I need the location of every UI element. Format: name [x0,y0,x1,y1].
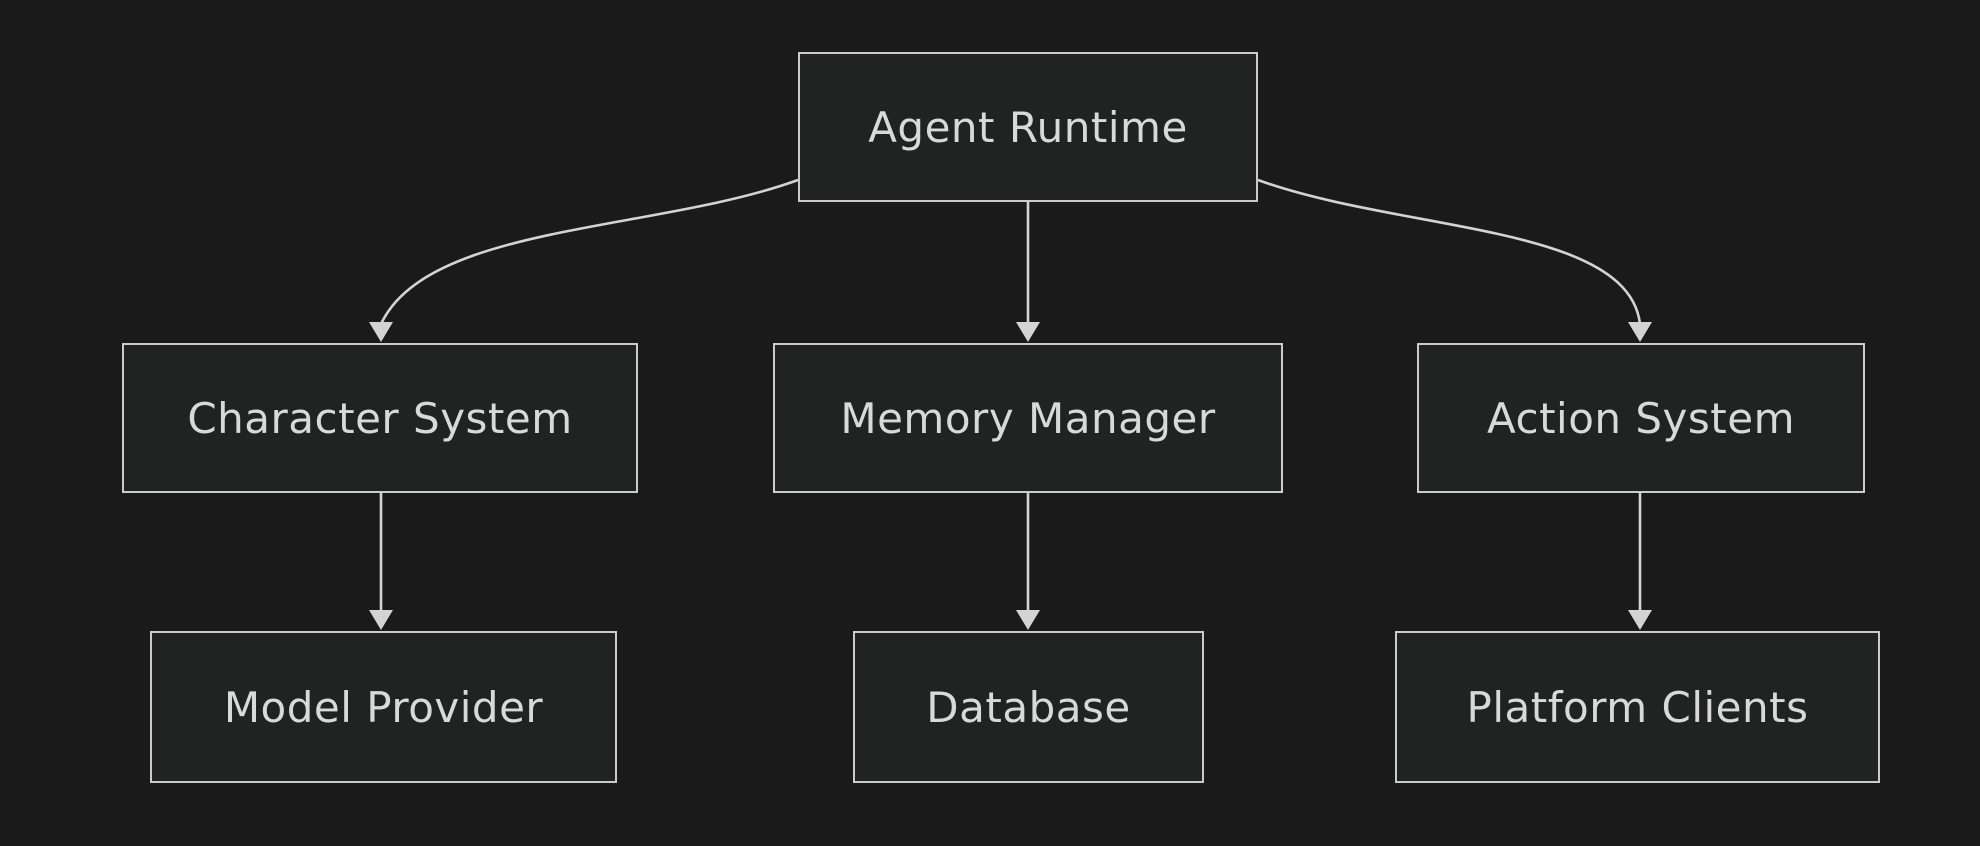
edge-character-system-to-model-provider [369,493,393,630]
node-label: Memory Manager [840,393,1216,443]
edge-action-system-to-platform-clients [1628,493,1652,630]
node-character-system: Character System [122,343,638,493]
edge-agent-runtime-to-character-system [369,178,799,342]
arrowhead-down-icon [1628,322,1652,342]
arrowhead-down-icon [369,322,393,342]
node-memory-manager: Memory Manager [773,343,1283,493]
node-label: Database [926,682,1131,732]
node-database: Database [853,631,1204,783]
node-agent-runtime: Agent Runtime [798,52,1258,202]
arrowhead-down-icon [369,610,393,630]
edge-memory-manager-to-database [1016,493,1040,630]
edge-agent-runtime-to-memory-manager [1016,202,1040,342]
node-model-provider: Model Provider [150,631,617,783]
arrowhead-down-icon [1628,610,1652,630]
node-label: Platform Clients [1466,682,1809,732]
node-label: Agent Runtime [868,102,1188,152]
node-action-system: Action System [1417,343,1865,493]
node-label: Model Provider [223,682,544,732]
edge-agent-runtime-to-action-system [1257,178,1652,342]
arrowhead-down-icon [1016,322,1040,342]
node-label: Character System [187,393,573,443]
node-label: Action System [1486,393,1795,443]
arrowhead-down-icon [1016,610,1040,630]
node-platform-clients: Platform Clients [1395,631,1880,783]
